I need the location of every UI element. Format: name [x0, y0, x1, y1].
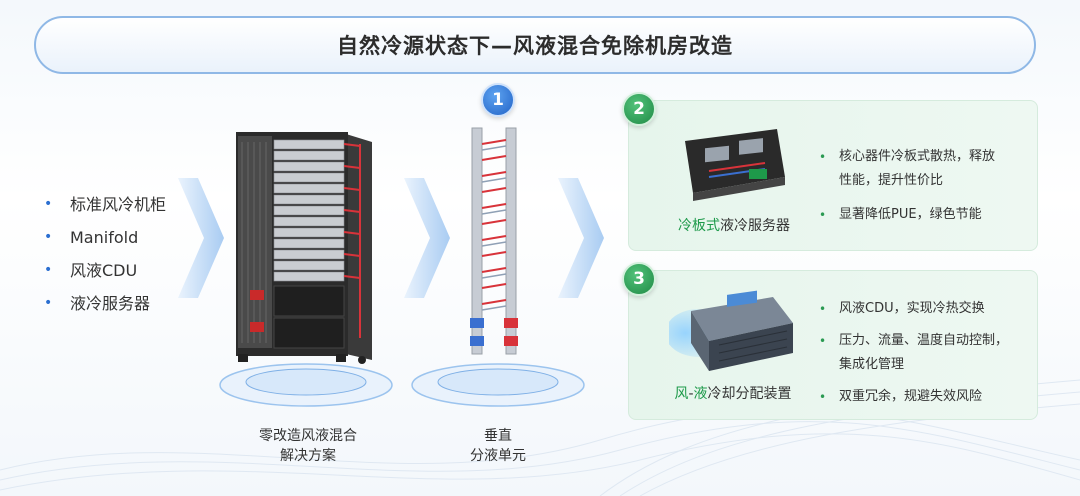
page-title: 自然冷源状态下—风液混合免除机房改造: [337, 34, 733, 58]
server-rack-image: [236, 132, 372, 364]
bullet-icon: •: [44, 196, 53, 212]
chevron-right-icon: [558, 178, 604, 298]
cdu-bullets: •风液CDU，实现冷热交换 •压力、流量、温度自动控制， 集成化管理 •双重冗余…: [819, 297, 1008, 409]
bullet-icon: •: [819, 208, 827, 222]
chevron-right-icon: [404, 178, 450, 298]
rack-caption: 零改造风液混合 解决方案: [259, 428, 357, 464]
title-bar: 自然冷源状态下—风液混合免除机房改造: [34, 16, 1036, 74]
list-item: •风液CDU，实现冷热交换: [819, 297, 1008, 321]
cold-plate-server-panel: 冷板式液冷服务器 •核心器件冷板式散热，释放 性能，提升性价比 •显著降低PUE…: [628, 100, 1038, 251]
list-item: •压力、流量、温度自动控制，: [819, 329, 1008, 353]
bullet-icon: •: [819, 334, 827, 348]
step-badge-1: 1: [481, 83, 515, 117]
cold-plate-server-image: [685, 129, 785, 201]
list-item: •风液CDU: [44, 254, 166, 287]
list-item: •Manifold: [44, 221, 166, 254]
chevron-right-icon: [178, 178, 224, 298]
manifold-platform: [411, 363, 585, 407]
bullet-icon: •: [819, 390, 827, 404]
list-item: 集成化管理: [839, 357, 905, 372]
manifold-caption: 垂直 分液单元: [470, 428, 526, 464]
list-item: •液冷服务器: [44, 287, 166, 320]
list-item: •标准风冷机柜: [44, 188, 166, 221]
cdu-image: [669, 290, 793, 371]
bullet-icon: •: [44, 295, 53, 311]
cold-plate-server-label: 冷板式液冷服务器: [678, 218, 790, 234]
manifold-image: [470, 127, 518, 355]
step-badge-2: 2: [622, 92, 656, 126]
bullet-icon: •: [44, 229, 53, 245]
component-list: •标准风冷机柜 •Manifold •风液CDU •液冷服务器: [44, 188, 166, 320]
bullet-icon: •: [819, 302, 827, 316]
list-item: •显著降低PUE，绿色节能: [819, 203, 995, 227]
cdu-panel: 风-液冷却分配装置 •风液CDU，实现冷热交换 •压力、流量、温度自动控制， 集…: [628, 270, 1038, 420]
bullet-icon: •: [44, 262, 53, 278]
bullet-icon: •: [819, 150, 827, 164]
list-item: •核心器件冷板式散热，释放: [819, 145, 995, 169]
list-item: 性能，提升性价比: [839, 173, 944, 188]
list-item: •双重冗余，规避失效风险: [819, 385, 1008, 409]
step-badge-3: 3: [622, 262, 656, 296]
cdu-label: 风-液冷却分配装置: [674, 386, 792, 402]
cold-plate-bullets: •核心器件冷板式散热，释放 性能，提升性价比 •显著降低PUE，绿色节能: [819, 145, 995, 227]
rack-platform: [219, 363, 393, 407]
